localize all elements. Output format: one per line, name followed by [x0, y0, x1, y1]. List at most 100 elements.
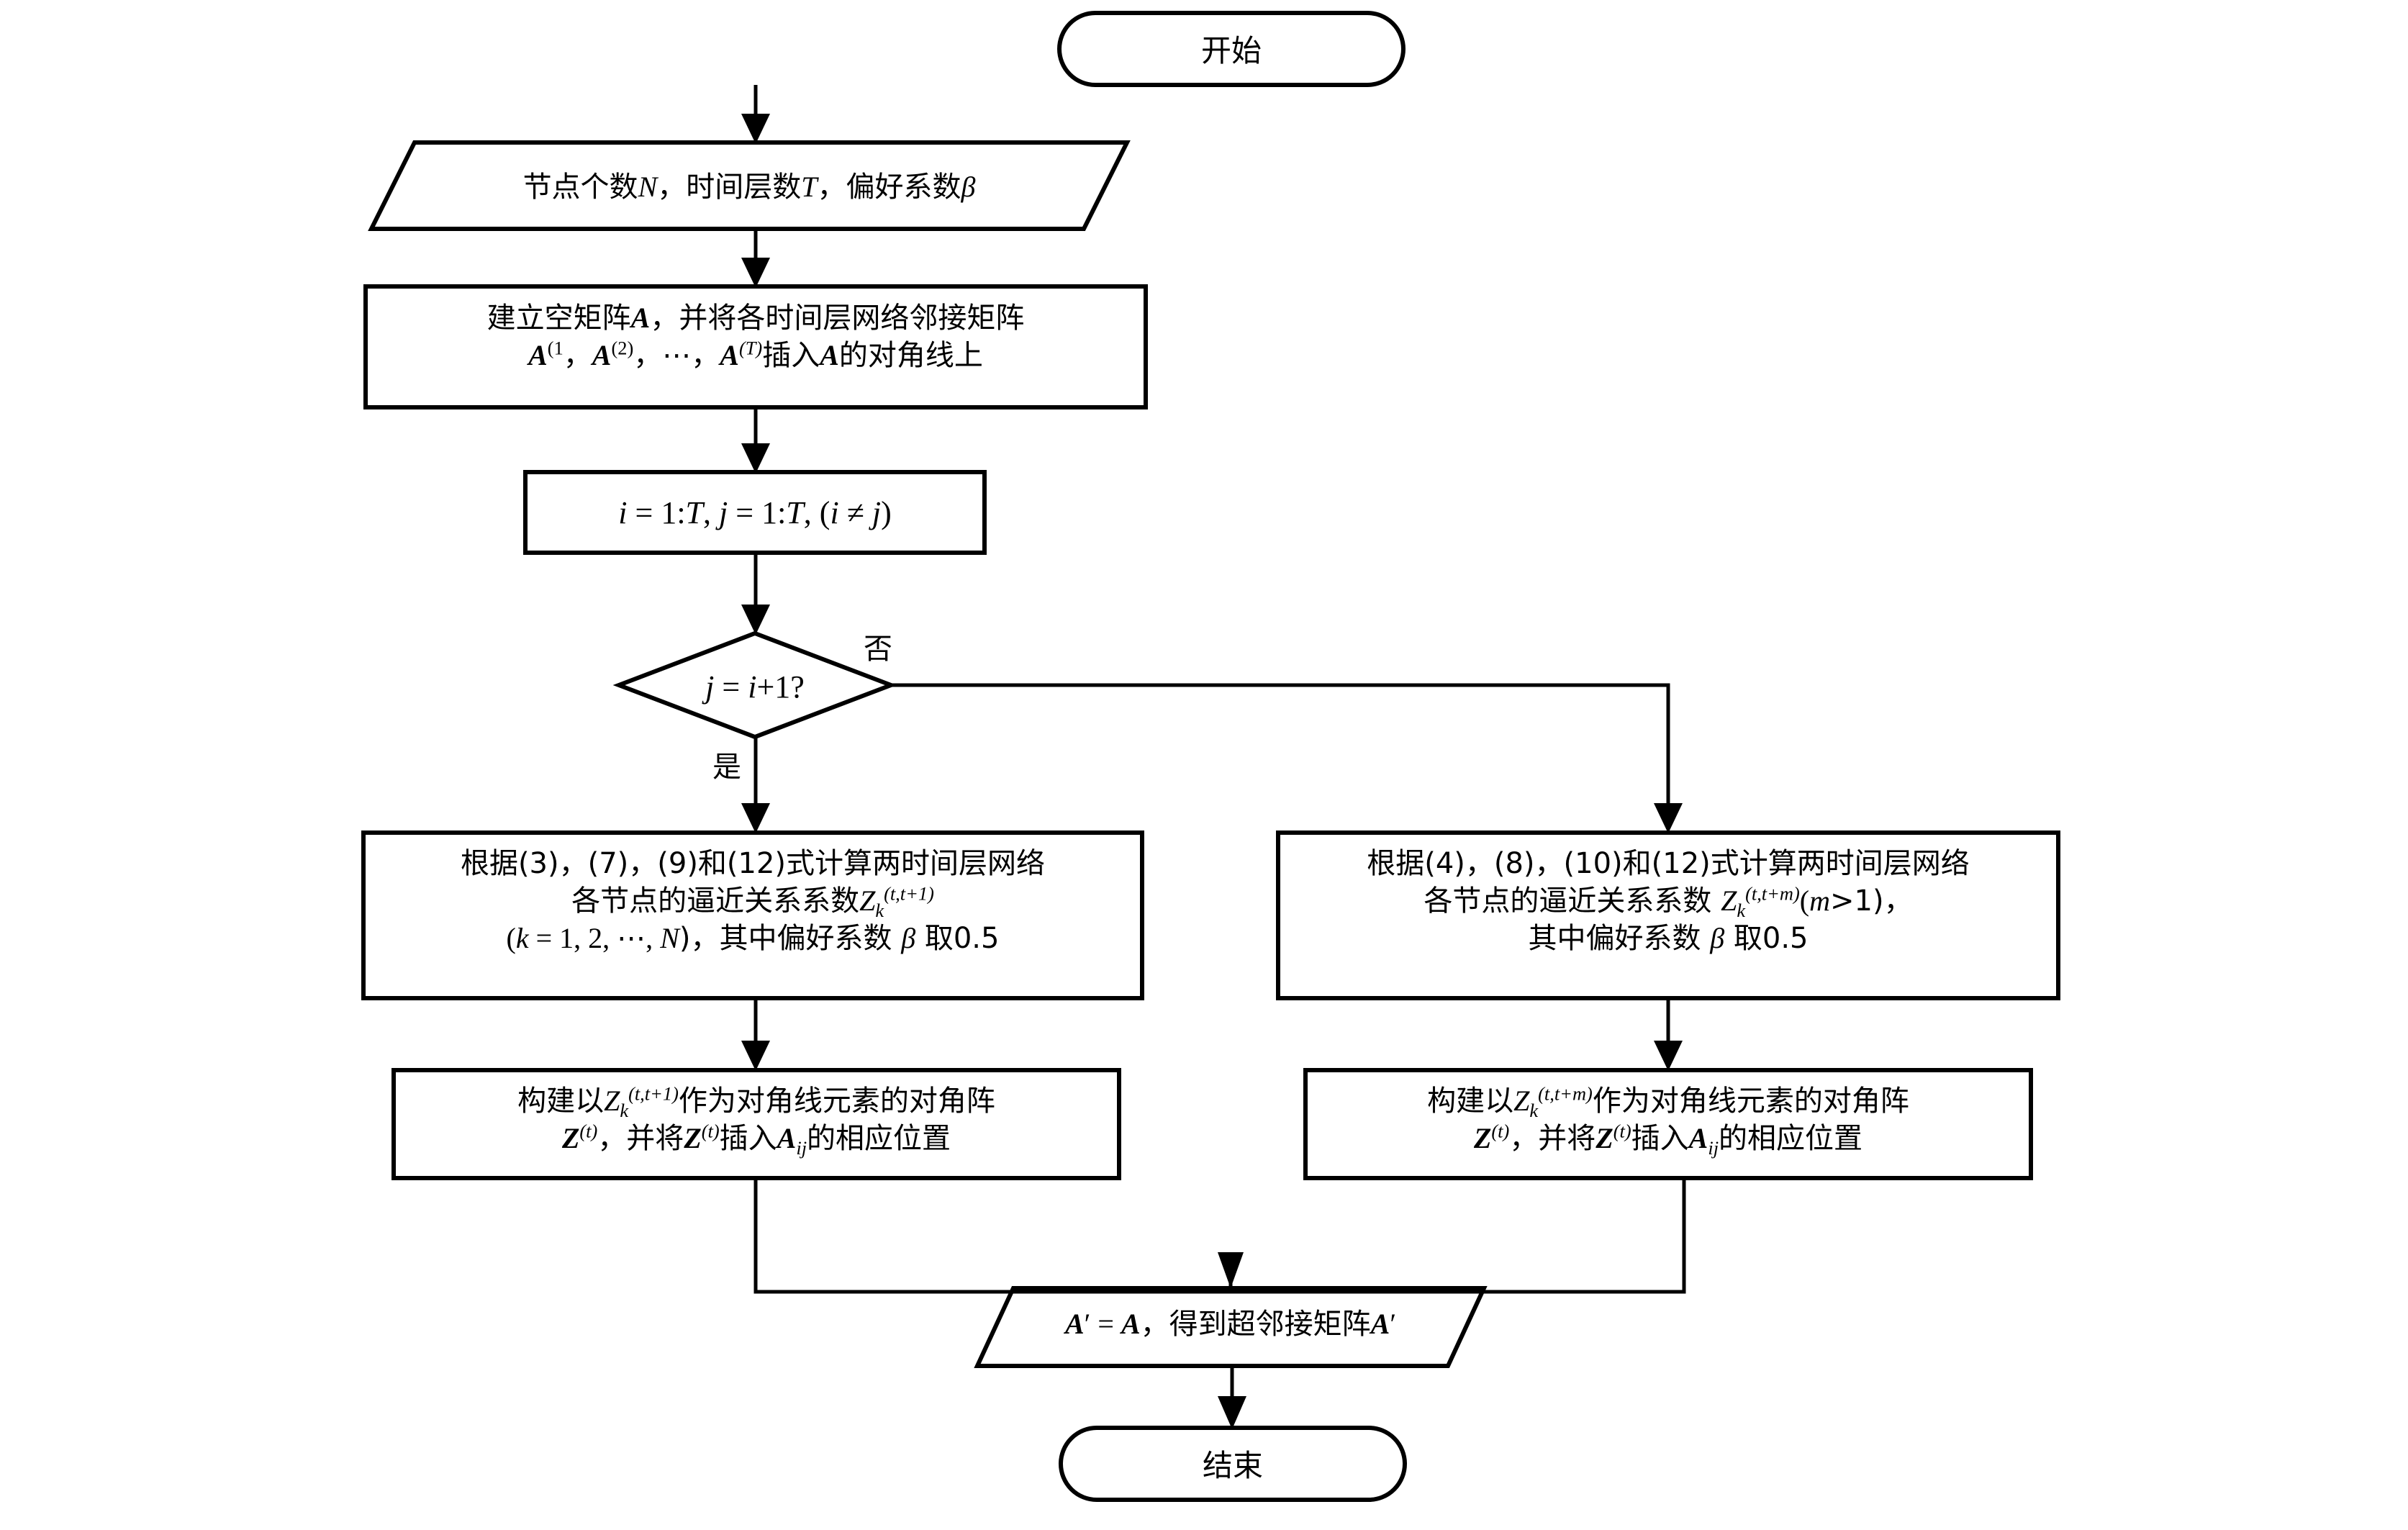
diagright-Z3sup: (t): [1613, 1120, 1631, 1142]
input-text-a: 节点个数: [522, 171, 638, 204]
diagright-mid2: 插入: [1631, 1122, 1689, 1155]
diagright-mid: ，并将: [1509, 1122, 1596, 1155]
diagleft-Z2: Z: [561, 1122, 580, 1154]
diagright-line-2: Z(t)，并将Z(t)插入Aij的相应位置: [1305, 1120, 2031, 1157]
calcright-l3tail: 取0.5: [1724, 922, 1809, 955]
loop-j2: j: [872, 495, 882, 530]
calcleft-Zsup: (t,t+1): [884, 882, 934, 905]
diagleft-Z3: Z: [684, 1122, 702, 1154]
diagright-Asub: ij: [1708, 1137, 1719, 1159]
diagright-Zsub: k: [1529, 1100, 1539, 1121]
diagleft-line-2: Z(t)，并将Z(t)插入Aij的相应位置: [394, 1120, 1119, 1157]
node-diag-right-shape[interactable]: [1303, 1068, 2033, 1180]
input-var-beta: β: [961, 171, 976, 203]
input-var-N: N: [638, 171, 658, 203]
node-calc-right-shape[interactable]: [1276, 830, 2060, 1000]
calcright-Z: Z: [1721, 884, 1737, 917]
node-start-shape[interactable]: [1057, 11, 1406, 87]
edge-build-to-loop-arrow: [741, 443, 770, 474]
node-input-params-label: 节点个数N，时间层数T，偏好系数β: [389, 168, 1109, 206]
node-diag-left-shape[interactable]: [391, 1068, 1121, 1180]
node-decision-label: j = i+1?: [619, 666, 891, 707]
edge-calc-right-to-diag-right-arrow: [1654, 1041, 1683, 1071]
node-output-result-label: A′ = A，得到超邻接矩阵A′: [995, 1305, 1466, 1343]
calcleft-line-1: 根据(3)，(7)，(9)和(12)式计算两时间层网络: [460, 847, 1046, 880]
diagright-Z2sup: (t): [1491, 1120, 1510, 1142]
calcright-Zsup: (t,t+m): [1745, 882, 1800, 905]
diagleft-tail2: 的相应位置: [807, 1122, 951, 1155]
output-A2: A: [1121, 1308, 1141, 1340]
node-calc-right-label: 根据(4)，(8)，(10)和(12)式计算两时间层网络 各节点的逼近关系系数 …: [1278, 845, 2058, 957]
build-comma2: ，⋯，: [633, 339, 720, 372]
diagright-Zsup: (t,t+m): [1538, 1082, 1593, 1105]
node-build-matrix-label: 建立空矩阵A，并将各时间层网络邻接矩阵 A(1，A(2)，⋯，A(T)插入A的对…: [366, 299, 1146, 374]
diagright-Z3: Z: [1595, 1122, 1613, 1154]
edge-loop-to-decision-arrow: [741, 605, 770, 635]
node-output-result-shape[interactable]: [974, 1286, 1488, 1368]
diagleft-A: A: [777, 1122, 797, 1154]
build-sup1: (1: [547, 337, 563, 359]
node-loop-range-shape[interactable]: [523, 470, 987, 555]
calcleft-line-3: (k = 1, 2, ⋯, N)，其中偏好系数 β 取0.5: [363, 920, 1142, 957]
build-A1: A: [528, 339, 548, 371]
calcleft-tail: 取0.5: [915, 922, 1000, 955]
calcleft-beta: β: [901, 922, 916, 954]
calcleft-Zsub: k: [875, 900, 884, 921]
diagleft-Asub: ij: [796, 1137, 807, 1159]
loop-j: j: [719, 495, 728, 530]
calcleft-pre: 各节点的逼近关系系数: [571, 884, 860, 918]
edge-input-to-build-arrow: [741, 258, 770, 288]
build-line-2: A(1，A(2)，⋯，A(T)插入A的对角线上: [366, 337, 1146, 374]
diagright-pre: 构建以: [1427, 1085, 1514, 1118]
build-var-A2: A: [820, 339, 839, 371]
loop-neq: ≠: [838, 495, 872, 530]
edge-merge-to-output-arrow: [1218, 1252, 1244, 1288]
loop-i: i: [618, 495, 628, 530]
calcright-m: m: [1809, 884, 1831, 917]
calcright-line-1: 根据(4)，(8)，(10)和(12)式计算两时间层网络: [1367, 847, 1970, 880]
node-calc-left-shape[interactable]: [361, 830, 1144, 1000]
diagleft-Zsup: (t,t+1): [628, 1082, 679, 1105]
loop-sep: ,: [703, 495, 720, 530]
node-start-label: 开始: [1200, 33, 1262, 68]
output-prime1: ′: [1084, 1308, 1091, 1340]
calcright-line-2: 各节点的逼近关系系数 Zk(t,t+m)(m>1)，: [1278, 882, 2058, 920]
node-loop-range-label: i = 1:T, j = 1:T, (i ≠ j): [525, 492, 985, 533]
node-build-matrix-shape[interactable]: [363, 284, 1148, 409]
calcright-line-3: 其中偏好系数 β 取0.5: [1278, 920, 2058, 957]
diagright-Z: Z: [1513, 1085, 1530, 1117]
node-input-params-shape[interactable]: [368, 140, 1131, 231]
edge-start-to-input-arrow: [741, 114, 770, 144]
build-sup2: (2): [611, 337, 634, 359]
calcleft-line-2: 各节点的逼近关系系数Zk(t,t+1): [363, 882, 1142, 920]
calcleft-eq: = 1, 2, ⋯,: [528, 922, 661, 954]
output-prime3: ′: [1390, 1308, 1397, 1340]
calcright-l3pre: 其中偏好系数: [1528, 922, 1711, 955]
node-end-shape[interactable]: [1059, 1426, 1407, 1502]
diagleft-line-1: 构建以Zk(t,t+1)作为对角线元素的对角阵: [394, 1082, 1119, 1120]
decision-eq: =: [714, 669, 748, 705]
input-text-b: ，时间层数: [657, 171, 802, 204]
calcleft-open: (: [506, 922, 516, 954]
loop-i2: i: [830, 495, 839, 530]
diagleft-Z2sup: (t): [579, 1120, 598, 1142]
diagleft-mid2: 插入: [719, 1122, 777, 1155]
output-eq: =: [1090, 1308, 1121, 1340]
decision-i: i: [748, 669, 757, 705]
loop-eq2: = 1:: [728, 495, 787, 530]
calcright-Zsub: k: [1737, 900, 1746, 921]
build-text-b: ，并将各时间层网络邻接矩阵: [650, 302, 1025, 335]
edge-decision-no-to-calc-right: [891, 683, 1670, 815]
diagright-line-1: 构建以Zk(t,t+m)作为对角线元素的对角阵: [1305, 1082, 2031, 1120]
loop-T1: T: [685, 495, 704, 530]
calcright-pre: 各节点的逼近关系系数: [1423, 884, 1721, 918]
decision-j: j: [705, 669, 715, 705]
loop-T2: T: [786, 495, 804, 530]
diagleft-pre: 构建以: [517, 1085, 605, 1118]
calcright-gt: >1)，: [1830, 884, 1913, 918]
edge-decision-yes-arrow: [741, 803, 770, 833]
edge-calc-left-to-diag-left-arrow: [741, 1041, 770, 1071]
calcleft-mid: )，其中偏好系数: [679, 922, 902, 955]
